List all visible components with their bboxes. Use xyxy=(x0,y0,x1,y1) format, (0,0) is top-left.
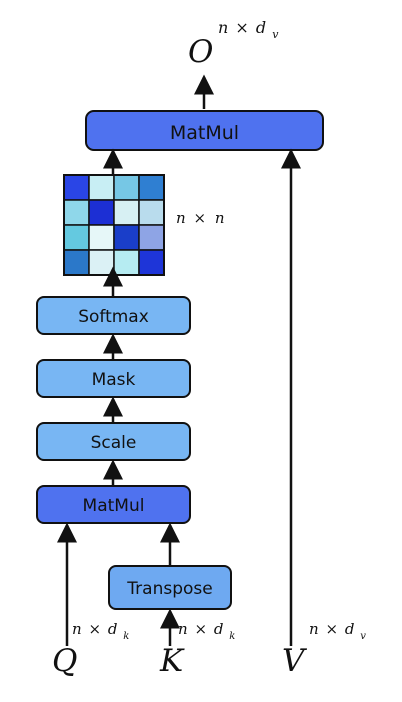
transpose-label: Transpose xyxy=(126,579,212,599)
q-input-label: Q xyxy=(52,643,77,679)
attention-matrix-cell xyxy=(88,249,115,276)
attention-matrix-cell xyxy=(88,174,115,201)
attention-matrix-cell xyxy=(113,174,140,201)
attention-matrix-cell xyxy=(113,199,140,226)
attention-matrix-cell xyxy=(113,249,140,276)
attention-matrix-cell xyxy=(88,224,115,251)
matrix-dimension: n × n xyxy=(176,209,224,227)
k-dimension: n × d k xyxy=(178,620,235,642)
attention-matrix-cell xyxy=(63,174,90,201)
output-label: O xyxy=(188,34,213,70)
attention-matrix-cell xyxy=(63,199,90,226)
attention-matrix-cell xyxy=(113,224,140,251)
output-dimension: n × d v xyxy=(218,18,279,41)
attention-matrix-cell xyxy=(138,174,165,201)
scale-label: Scale xyxy=(91,433,137,453)
v-dimension: n × d v xyxy=(309,620,366,642)
v-input-label: V xyxy=(282,643,308,679)
attention-matrix-cell xyxy=(138,199,165,226)
attention-matrix xyxy=(63,174,165,276)
softmax-label: Softmax xyxy=(78,307,149,327)
attention-matrix-cell xyxy=(138,249,165,276)
k-input-label: K xyxy=(159,643,185,679)
top-matmul-box xyxy=(85,110,324,151)
attention-matrix-cell xyxy=(63,249,90,276)
mask-label: Mask xyxy=(92,370,136,390)
bottom-matmul-label: MatMul xyxy=(83,496,145,516)
top-matmul-label: MatMul xyxy=(170,122,239,144)
attention-matrix-cell xyxy=(138,224,165,251)
attention-matrix-cell xyxy=(88,199,115,226)
q-dimension: n × d k xyxy=(72,620,129,642)
attention-matrix-cell xyxy=(63,224,90,251)
